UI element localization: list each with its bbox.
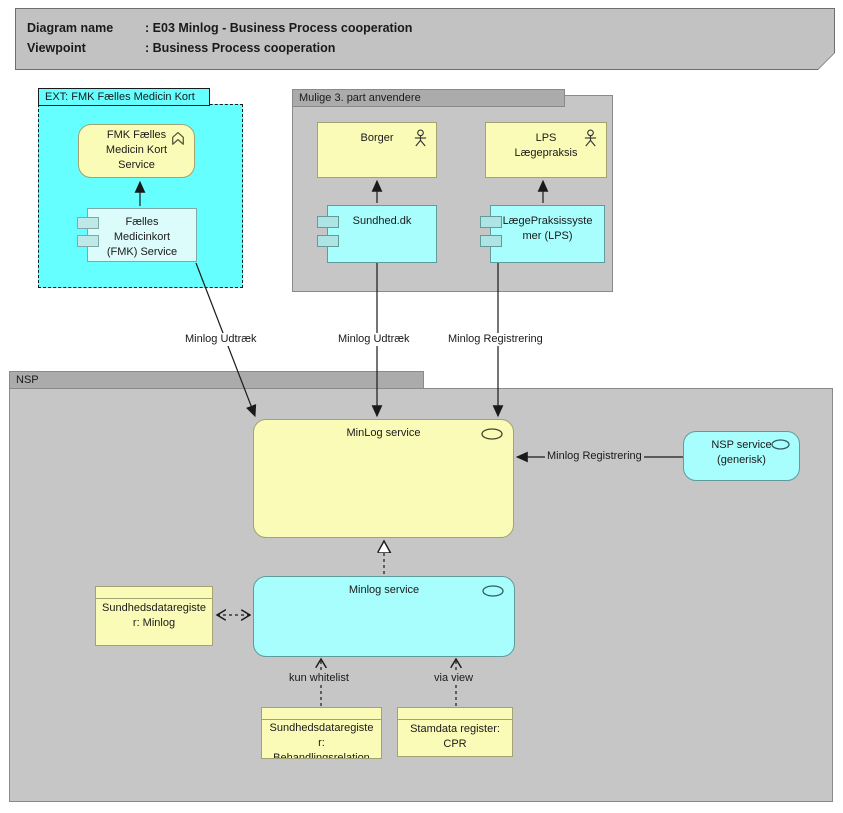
node-label: MinLog service — [346, 427, 421, 439]
connector-label-minlog-registrering-nsp: Minlog Registrering — [545, 450, 644, 463]
node-fmk-service: FMK Fælles Medicin Kort Service — [78, 124, 195, 178]
connector-label-minlog-udtraek-fmk: Minlog Udtræk — [183, 333, 259, 346]
component-icon — [480, 235, 502, 247]
node-borger: Borger — [317, 122, 437, 178]
title-block-text: Diagram name : E03 Minlog - Business Pro… — [16, 9, 834, 69]
node-label: r: Minlog — [132, 617, 176, 629]
node-nsp-service-generic: NSP service (generisk) — [683, 431, 800, 481]
data-object-bar — [262, 708, 381, 720]
function-icon — [172, 131, 184, 145]
node-label: Lægepraksis — [514, 147, 578, 159]
node-label: Service — [118, 159, 155, 171]
title-value: : Business Process cooperation — [145, 41, 336, 55]
node-label: Minlog service — [348, 584, 420, 596]
title-label: Diagram name — [27, 21, 114, 35]
data-object-bar — [398, 708, 512, 720]
connector-label-minlog-registrering-lps: Minlog Registrering — [446, 333, 545, 346]
title-block: Diagram name : E03 Minlog - Business Pro… — [15, 8, 835, 70]
node-label: Medicinkort — [113, 231, 171, 243]
service-icon — [482, 585, 504, 597]
node-minlog-service-main: MinLog service — [253, 419, 514, 538]
connector-label-minlog-udtraek-sundhed: Minlog Udtræk — [336, 333, 412, 346]
node-label: FMK Fælles — [106, 129, 167, 141]
node-label: LPS — [535, 132, 557, 144]
component-icon — [317, 235, 339, 247]
node-label: Sundhed.dk — [352, 215, 412, 227]
node-lps-actor: LPS Lægepraksis — [485, 122, 607, 178]
node-label: Fælles — [125, 216, 159, 228]
group-tab-nsp: NSP — [9, 371, 424, 389]
node-label: (FMK) Service — [106, 246, 178, 258]
title-value: : E03 Minlog - Business Process cooperat… — [145, 21, 413, 35]
data-object-bar — [96, 587, 212, 599]
node-label: Behandlingsrelation — [273, 752, 370, 759]
title-label: Viewpoint — [27, 41, 86, 55]
node-label: Medicin Kort — [105, 144, 168, 156]
node-label: mer (LPS) — [522, 230, 573, 242]
node-label: Stamdata register: — [410, 723, 500, 735]
node-label: Sundhedsdataregiste — [102, 602, 206, 614]
node-label: Sundhedsdataregiste — [269, 722, 374, 734]
node-label: Borger — [360, 132, 394, 144]
actor-icon — [584, 129, 597, 147]
node-minlog-service-impl: Minlog service — [253, 576, 515, 657]
node-register-cpr: Stamdata register: CPR — [397, 707, 513, 757]
group-tab-ext-fmk: EXT: FMK Fælles Medicin Kort — [38, 88, 210, 106]
component-icon — [77, 217, 99, 229]
node-sundhed-dk: Sundhed.dk — [317, 205, 437, 263]
node-label: NSP service — [711, 439, 772, 451]
actor-icon — [414, 129, 427, 147]
node-label: r: — [318, 737, 325, 749]
node-register-behandling: Sundhedsdataregiste r: Behandlingsrelati… — [261, 707, 382, 759]
connector-label-via-view: via view — [432, 672, 476, 685]
component-icon — [317, 216, 339, 228]
node-label: CPR — [443, 738, 467, 750]
node-register-minlog: Sundhedsdataregiste r: Minlog — [95, 586, 213, 646]
component-icon — [480, 216, 502, 228]
node-lps-component: LægePraksissyste mer (LPS) — [480, 205, 605, 263]
node-label: (generisk) — [717, 454, 766, 466]
node-label: LægePraksissyste — [502, 215, 593, 227]
component-icon — [77, 235, 99, 247]
title-row-viewpoint: Viewpoint : Business Process cooperation — [27, 38, 834, 58]
group-tab-third-party: Mulige 3. part anvendere — [292, 89, 565, 107]
connector-label-kun-whitelist: kun whitelist — [287, 672, 351, 685]
service-icon — [481, 428, 503, 440]
title-row-diagram-name: Diagram name : E03 Minlog - Business Pro… — [27, 18, 834, 38]
node-fmk-component: Fælles Medicinkort (FMK) Service — [77, 208, 197, 262]
service-icon — [771, 439, 790, 450]
